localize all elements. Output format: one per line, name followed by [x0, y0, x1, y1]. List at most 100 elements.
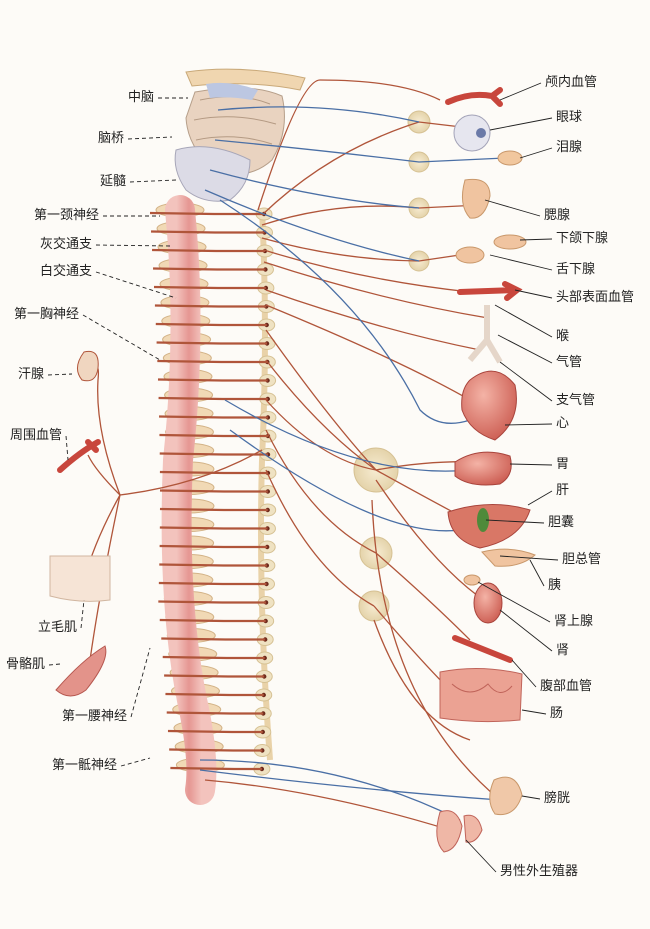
organs	[49, 87, 536, 853]
leader-line	[499, 555, 559, 561]
spinal-nerve	[159, 489, 268, 493]
spinal-nerve	[162, 655, 265, 660]
label-midbrain: 中脑	[128, 90, 155, 105]
label-kidney: 肾	[556, 643, 570, 658]
spinal-nerve	[169, 748, 263, 752]
spinal-nerve	[167, 729, 263, 734]
label-trachea: 气管	[556, 355, 583, 370]
spinal-nerve	[158, 396, 268, 401]
leader-line	[499, 82, 542, 101]
spinal-nerve	[164, 674, 265, 678]
label-s1: 第一骶神经	[52, 758, 118, 773]
spinal-nerve	[159, 507, 268, 512]
spinal-nerve	[161, 637, 266, 641]
label-adrenal: 肾上腺	[554, 614, 594, 629]
leader-line	[489, 254, 553, 271]
leader-line	[130, 647, 151, 718]
label-l1: 第一腰神经	[62, 709, 128, 724]
label-parotid: 腮腺	[544, 208, 571, 223]
spinal-nerve	[157, 378, 268, 382]
spinal-nerve	[153, 267, 266, 271]
leader-line	[519, 238, 553, 241]
spinal-nerve	[165, 692, 264, 697]
leader-line	[519, 147, 553, 159]
leader-line	[47, 373, 73, 376]
label-c1: 第一颈神经	[34, 208, 100, 223]
spinal-nerve	[155, 322, 267, 327]
label-t1: 第一胸神经	[14, 307, 80, 322]
leader-line	[82, 314, 161, 361]
label-cranial-vessels: 颅内血管	[545, 75, 598, 90]
prevertebral-ganglia	[353, 447, 399, 622]
label-gallbladder: 胆囊	[548, 515, 575, 530]
label-medulla: 延髓	[100, 174, 127, 189]
leader-line	[499, 361, 553, 402]
leader-line	[484, 199, 541, 217]
cranial-ganglia	[407, 110, 431, 272]
spinal-nerve	[152, 248, 265, 253]
spinal-nerve	[149, 211, 264, 216]
label-bile-duct: 胆总管	[562, 552, 602, 567]
spinal-nerves	[149, 211, 268, 771]
label-sublingual: 舌下腺	[556, 262, 596, 277]
spinal-nerve	[154, 304, 267, 308]
spinal-nerve	[159, 618, 266, 623]
leader-line	[529, 559, 545, 587]
spinal-nerve	[157, 359, 268, 364]
label-pancreas: 胰	[548, 578, 562, 593]
leader-line	[504, 423, 553, 426]
leader-line	[494, 304, 553, 338]
leader-line	[514, 289, 553, 299]
label-intestine: 肠	[550, 706, 564, 721]
spinal-nerve	[159, 544, 268, 549]
leader-line	[497, 334, 553, 364]
label-bronchi: 支气管	[556, 393, 596, 408]
leader-line	[521, 795, 541, 800]
label-arrector-pili: 立毛肌	[38, 620, 78, 635]
label-gray-ramus: 灰交通支	[40, 237, 93, 252]
leader-line	[65, 435, 69, 461]
label-larynx: 喉	[556, 329, 570, 344]
spinal-nerve	[151, 230, 265, 234]
label-skeletal-muscle: 骨骼肌	[6, 657, 46, 672]
spinal-nerve	[159, 470, 268, 475]
spinal-nerve	[166, 711, 264, 715]
label-sweat-gland: 汗腺	[18, 367, 45, 382]
label-stomach: 胃	[556, 457, 570, 472]
leader-line	[511, 659, 537, 688]
spinal-nerve	[159, 415, 268, 419]
label-peripheral-vessel: 周围血管	[10, 428, 63, 443]
leader-line	[527, 490, 553, 506]
spinal-nerve	[159, 433, 268, 438]
spinal-nerve	[159, 563, 267, 567]
spinal-nerve	[159, 452, 268, 456]
label-lacrimal: 泪腺	[556, 140, 583, 155]
leader-line	[80, 599, 85, 629]
leader-line	[489, 117, 553, 131]
leader-line	[521, 709, 547, 715]
autonomic-fibers	[83, 79, 506, 831]
leader-line	[95, 271, 177, 299]
leader-line	[127, 136, 173, 140]
label-submandibular: 下颌下腺	[556, 231, 609, 246]
spinal-nerve	[158, 600, 267, 604]
leader-line	[499, 609, 553, 652]
leader-line	[477, 581, 551, 623]
label-eye: 眼球	[556, 110, 583, 125]
label-pons: 脑桥	[98, 131, 125, 146]
leader-line	[509, 463, 553, 466]
spinal-nerve	[156, 341, 268, 345]
label-genitals: 男性外生殖器	[500, 864, 579, 879]
spinal-cord	[161, 195, 217, 805]
spinal-nerve	[153, 285, 266, 290]
label-abdominal-vessels: 腹部血管	[540, 679, 593, 694]
label-liver: 肝	[556, 483, 570, 498]
leader-line	[465, 839, 497, 873]
spinal-nerve	[159, 526, 268, 530]
label-white-ramus: 白交通支	[40, 264, 93, 279]
spinal-nerve	[170, 766, 262, 771]
label-head-vessels: 头部表面血管	[556, 290, 635, 305]
label-heart: 心	[556, 416, 570, 431]
